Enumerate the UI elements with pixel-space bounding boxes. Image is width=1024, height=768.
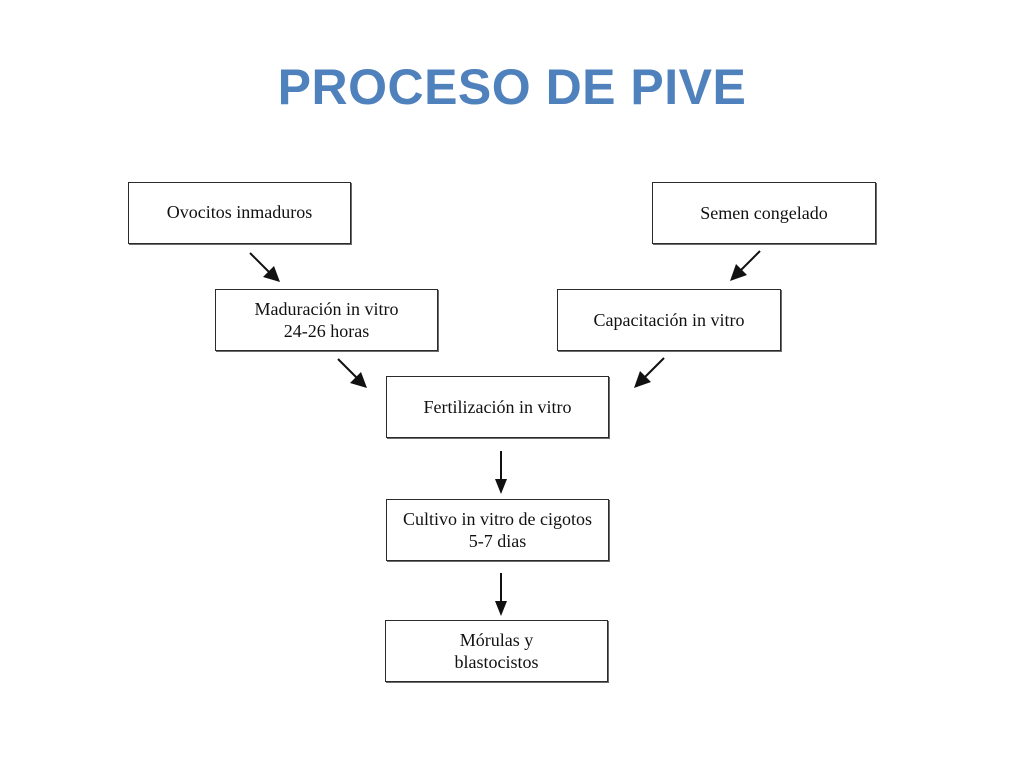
box-sublabel: blastocistos [454, 652, 539, 672]
box-label: Mórulas y [459, 629, 534, 650]
box-semen-congelado: Semen congelado [652, 182, 876, 244]
box-label: Cultivo in vitro de cigotos [403, 508, 592, 529]
box-ovocitos-inmaduros: Ovocitos inmaduros [128, 182, 351, 244]
page-title: PROCESO DE PIVE [277, 59, 747, 115]
box-label: Capacitación in vitro [593, 309, 745, 330]
box-label: Fertilización in vitro [423, 396, 572, 417]
arrow-ovocitos-to-maduracion [249, 252, 280, 282]
box-label: Semen congelado [700, 202, 828, 223]
box-capacitacion-in-vitro: Capacitación in vitro [557, 289, 781, 351]
box-label: Ovocitos inmaduros [166, 202, 313, 222]
arrow-maduracion-to-fertilizacion [337, 358, 367, 388]
arrow-capacitacion-to-fertilizacion [634, 357, 665, 388]
box-label: Maduración in vitro [254, 298, 399, 319]
box-sublabel: 24-26 horas [283, 321, 370, 341]
box-cultivo-in-vitro: Cultivo in vitro de cigotos 5-7 dias [386, 499, 609, 561]
box-morulas-blastocistos: Mórulas y blastocistos [385, 620, 608, 682]
box-sublabel: 5-7 dias [468, 531, 527, 551]
arrow-semen-to-capacitacion [730, 250, 761, 281]
arrow-cultivo-to-morulas [495, 573, 507, 616]
box-fertilizacion-in-vitro: Fertilización in vitro [386, 376, 609, 438]
box-maduracion-in-vitro: Maduración in vitro 24-26 horas [215, 289, 438, 351]
arrow-fertilizacion-to-cultivo [495, 451, 507, 494]
